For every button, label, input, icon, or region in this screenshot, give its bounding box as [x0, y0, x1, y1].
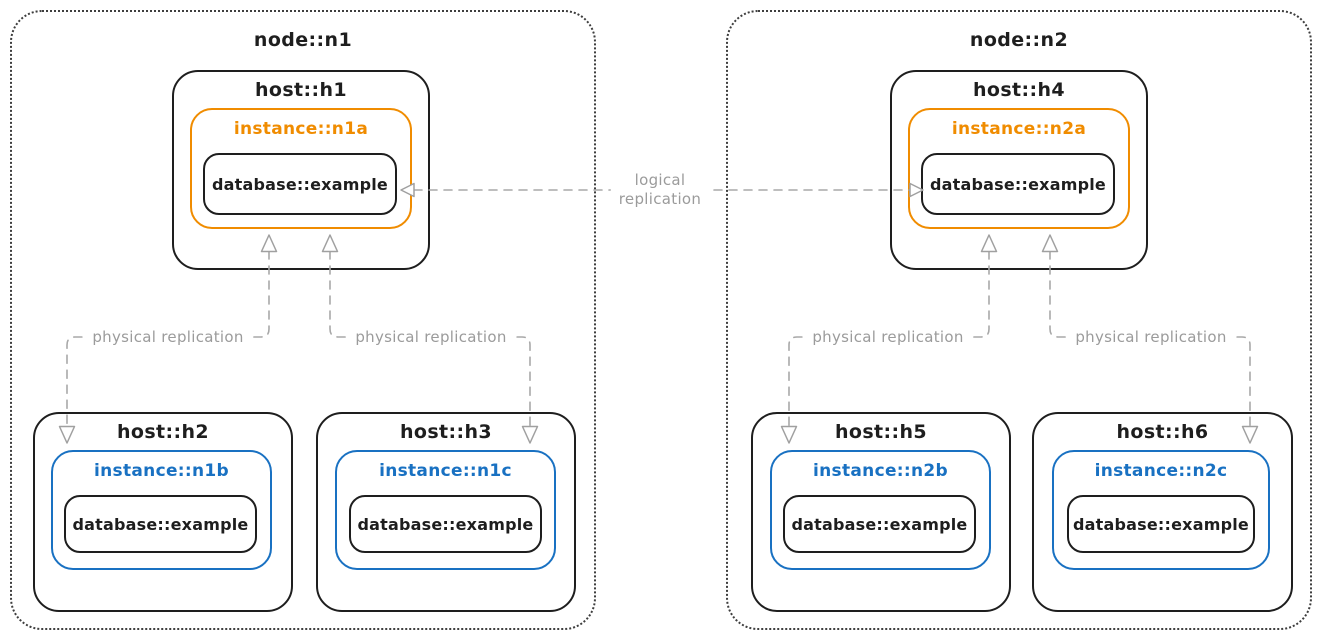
host-h1-box: host::h1: [172, 70, 430, 270]
instance-n2b-box: instance::n2b: [770, 450, 991, 570]
host-h5-title: host::h5: [834, 421, 928, 443]
instance-n1c-box: instance::n1c: [335, 450, 556, 570]
host-h3-title: host::h3: [399, 421, 493, 443]
instance-n1a-title: instance::n1a: [233, 119, 369, 139]
database-title-h1: database::example: [212, 174, 388, 194]
host-h6-title: host::h6: [1116, 421, 1209, 443]
node-n2-box: node::n2: [726, 10, 1312, 630]
database-box-h6: database::example: [1067, 495, 1255, 553]
physical-replication-label: physical replication: [1070, 328, 1232, 346]
database-title-h3: database::example: [357, 514, 534, 534]
node-n1-box: node::n1: [10, 10, 596, 630]
database-box-h3: database::example: [349, 495, 542, 553]
database-box-h2: database::example: [64, 495, 257, 553]
host-h4-title: host::h4: [972, 79, 1066, 101]
instance-n2c-box: instance::n2c: [1052, 450, 1270, 570]
database-box-h4: database::example: [921, 153, 1115, 215]
database-box-h5: database::example: [783, 495, 976, 553]
host-h2-title: host::h2: [116, 421, 210, 443]
node-n2-title: node::n2: [969, 29, 1069, 51]
logical-replication-label: logical replication: [610, 171, 710, 209]
database-title-h5: database::example: [791, 514, 968, 534]
instance-n1a-box: instance::n1a: [190, 108, 412, 229]
physical-replication-label: physical replication: [807, 328, 969, 346]
host-h1-title: host::h1: [254, 79, 348, 101]
database-box-h1: database::example: [203, 153, 397, 215]
database-title-h6: database::example: [1073, 514, 1249, 534]
physical-replication-label: physical replication: [87, 328, 249, 346]
instance-n1b-box: instance::n1b: [51, 450, 272, 570]
instance-n1b-title: instance::n1b: [94, 461, 229, 481]
host-h4-box: host::h4: [890, 70, 1148, 270]
instance-n1c-title: instance::n1c: [379, 461, 512, 481]
instance-n2c-title: instance::n2c: [1094, 461, 1228, 481]
logical-replication-label-line1: logical: [634, 171, 686, 189]
logical-replication-label-line2: replication: [618, 190, 702, 208]
instance-n2b-title: instance::n2b: [813, 461, 948, 481]
instance-n2a-box: instance::n2a: [908, 108, 1130, 229]
database-title-h4: database::example: [930, 174, 1106, 194]
physical-replication-label: physical replication: [350, 328, 512, 346]
node-n1-title: node::n1: [253, 29, 353, 51]
database-title-h2: database::example: [72, 514, 249, 534]
instance-n2a-title: instance::n2a: [951, 119, 1087, 139]
